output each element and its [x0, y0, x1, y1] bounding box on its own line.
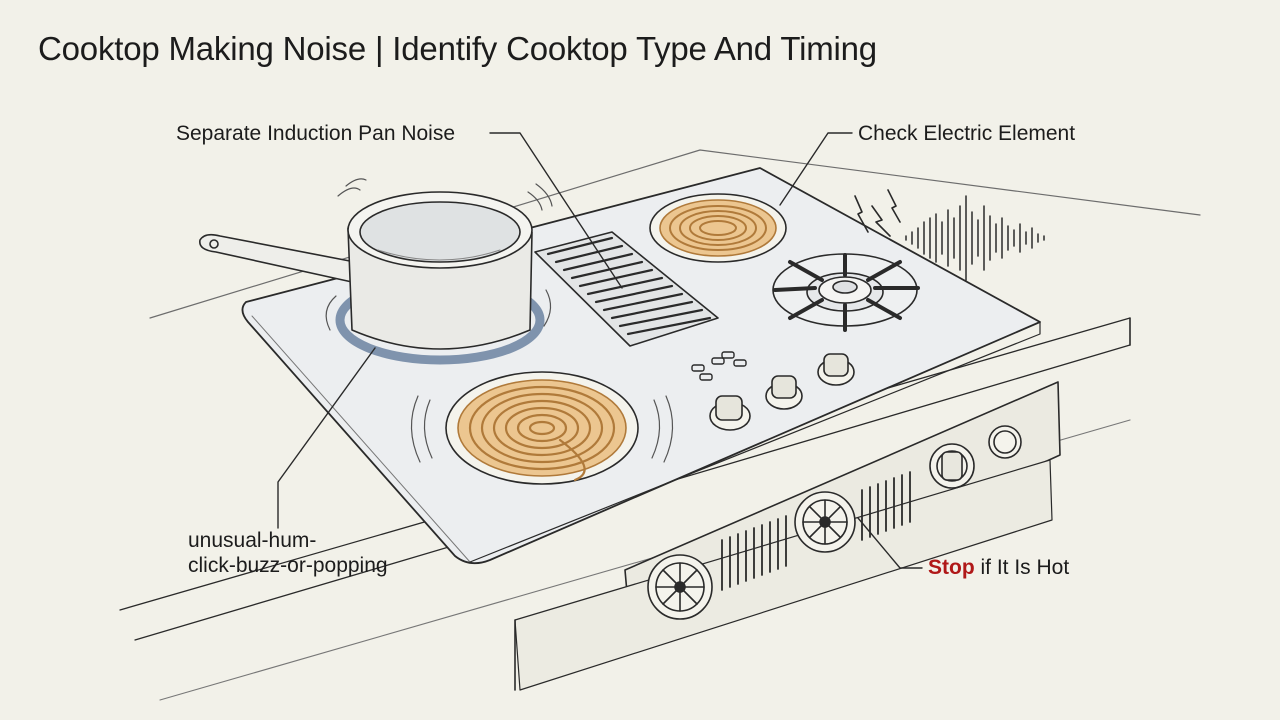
cooling-fan-left	[647, 554, 713, 620]
control-knob	[765, 375, 803, 410]
vent-grille-right	[861, 471, 911, 541]
oven-knob	[929, 443, 975, 489]
page-title: Cooktop Making Noise | Identify Cooktop …	[38, 30, 877, 67]
cooling-fan-right	[794, 491, 856, 553]
control-knob	[817, 353, 855, 386]
saucepan	[199, 191, 533, 350]
label-noise-line-2: click-buzz-or-popping	[188, 554, 388, 577]
leader-lines	[277, 132, 923, 569]
oven-button	[988, 425, 1022, 459]
electric-coil-front	[445, 371, 639, 485]
vent-grille-left	[721, 515, 787, 591]
label-induction-pan-noise: Separate Induction Pan Noise	[176, 122, 456, 145]
label-stop-if-hot: Stop if It Is Hot	[928, 555, 1069, 581]
electric-coil-back	[649, 193, 787, 263]
spark-icon	[854, 189, 901, 237]
label-check-electric-element: Check Electric Element	[858, 122, 1076, 145]
gas-burner	[772, 253, 920, 332]
noise-waves-pan	[325, 178, 553, 331]
stop-word: Stop	[928, 556, 975, 579]
label-noise-line-1: unusual-hum-	[188, 529, 317, 552]
noise-waves-front	[410, 395, 674, 463]
indicator-lights	[691, 351, 747, 381]
sound-wave-icon	[905, 195, 1045, 281]
stop-rest: if It Is Hot	[974, 556, 1070, 579]
downdraft-vent	[534, 231, 719, 347]
control-knob	[709, 395, 751, 431]
